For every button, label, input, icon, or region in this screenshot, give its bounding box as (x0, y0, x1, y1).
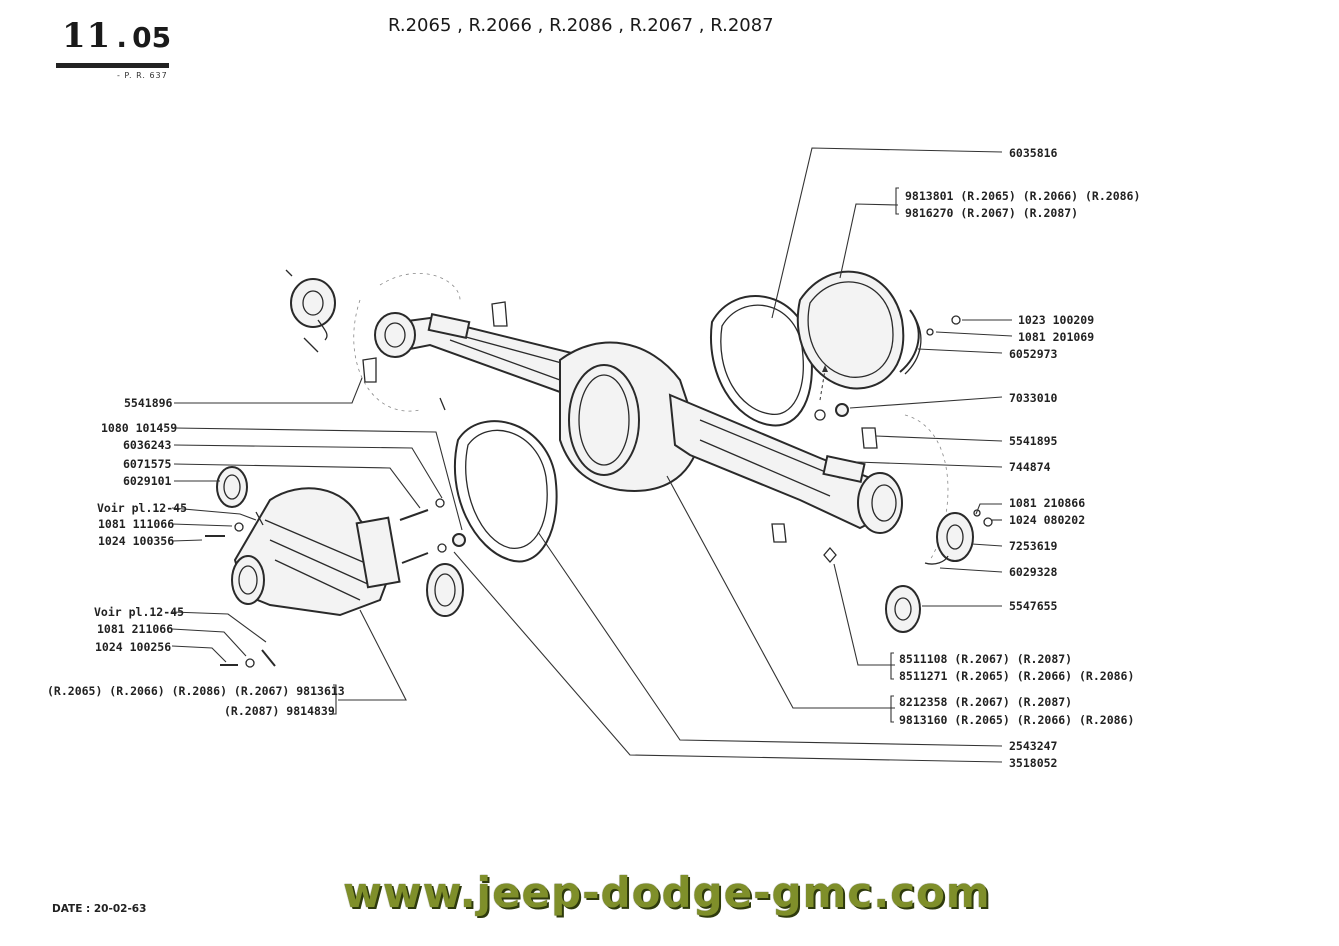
label-9813160: 9813160 (R.2065) (R.2066) (R.2086) (899, 713, 1135, 727)
left-flange (290, 278, 336, 353)
label-1023-100209: 1023 100209 (1018, 313, 1095, 327)
cover-gasket (710, 295, 813, 427)
label-7253619: 7253619 (1009, 539, 1058, 553)
label-6029328: 6029328 (1009, 565, 1058, 579)
label-1024-080202: 1024 080202 (1009, 513, 1086, 527)
section-number: 11 . 05 (62, 16, 171, 56)
carrier-gasket (453, 420, 558, 563)
label-6035816: 6035816 (1009, 146, 1058, 160)
label-9813801: 9813801 (R.2065) (R.2066) (R.2086) (905, 189, 1141, 203)
label-3518052: 3518052 (1009, 756, 1058, 770)
leader-lines (453, 147, 1013, 763)
label-5541895: 5541895 (1009, 434, 1058, 448)
label-9813613-group: (R.2065) (R.2066) (R.2086) (R.2067) 9813… (47, 684, 345, 698)
differential-carrier (231, 487, 401, 617)
small-hardware (205, 269, 993, 668)
axle-housing (353, 273, 949, 561)
models-line: R.2065 , R.2066 , R.2086 , R.2067 , R.20… (388, 15, 774, 36)
label-1081-211066: 1081 211066 (97, 622, 174, 636)
label-7033010: 7033010 (1009, 391, 1058, 405)
section-major: 11 (62, 16, 112, 56)
label-6029101: 6029101 (123, 474, 172, 488)
label-1024-100356: 1024 100356 (98, 534, 175, 548)
label-2543247: 2543247 (1009, 739, 1058, 753)
label-voir-pl-12-45-a: Voir pl.12-45 (97, 501, 188, 515)
label-1081-111066: 1081 111066 (98, 517, 175, 531)
section-underline (56, 63, 169, 68)
website-watermark: www.jeep-dodge-gmc.com (343, 868, 991, 917)
section-separator: . (116, 21, 128, 54)
label-8511271: 8511271 (R.2065) (R.2066) (R.2086) (899, 669, 1135, 683)
label-744874: 744874 (1009, 460, 1051, 474)
label-1080-101459: 1080 101459 (101, 421, 178, 435)
bump-stop-pads (362, 301, 878, 543)
label-8511108: 8511108 (R.2067) (R.2087) (899, 652, 1073, 666)
label-brackets (330, 187, 899, 723)
section-minor: 05 (132, 21, 172, 54)
right-flanges (823, 512, 974, 633)
bearing-cup (426, 563, 464, 617)
label-voir-pl-12-45-b: Voir pl.12-45 (94, 605, 185, 619)
label-9814839-group: (R.2087) 9814839 (224, 704, 335, 718)
pr-reference: - P. R. 637 (117, 71, 168, 80)
label-1081-210866: 1081 210866 (1009, 496, 1086, 510)
label-6036243: 6036243 (123, 438, 172, 452)
label-6052973: 6052973 (1009, 347, 1058, 361)
rear-cover (796, 270, 922, 390)
leader-lines-left (171, 377, 463, 701)
date-stamp: DATE : 20-02-63 (52, 903, 147, 915)
oil-seal-left (216, 466, 248, 508)
label-5541896: 5541896 (124, 396, 173, 410)
label-9816270: 9816270 (R.2067) (R.2087) (905, 206, 1079, 220)
label-5547655: 5547655 (1009, 599, 1058, 613)
label-8212358: 8212358 (R.2067) (R.2087) (899, 695, 1073, 709)
label-1024-100256: 1024 100256 (95, 640, 172, 654)
label-6071575: 6071575 (123, 457, 172, 471)
label-1081-201069: 1081 201069 (1018, 330, 1095, 344)
